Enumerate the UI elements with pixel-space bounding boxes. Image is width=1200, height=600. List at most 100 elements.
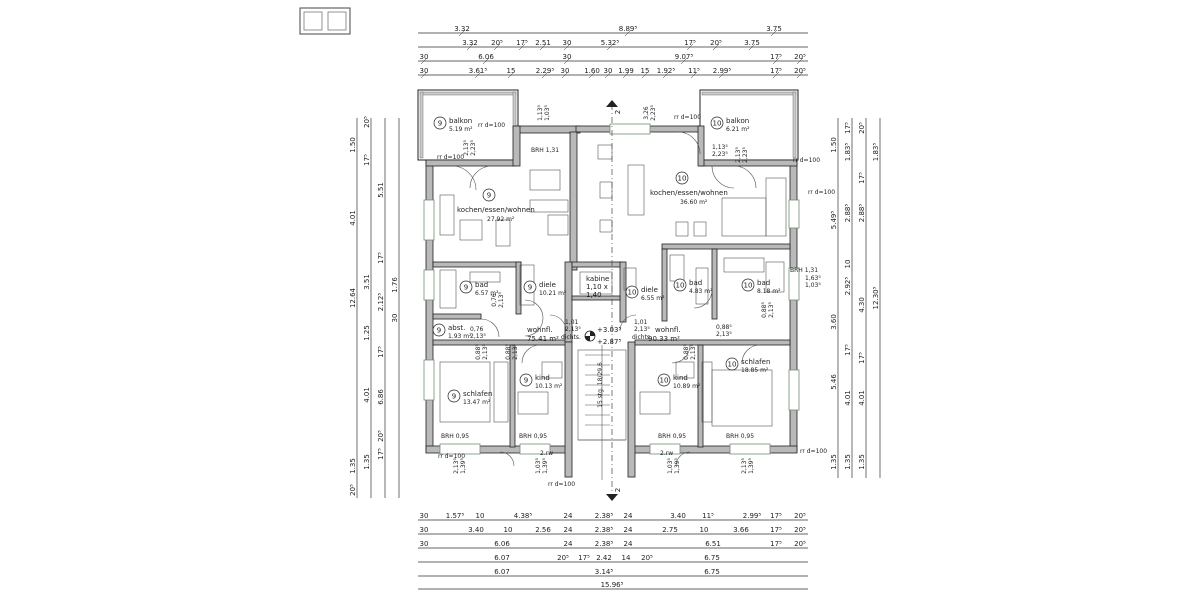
dimension-label-bottom: 24 xyxy=(564,526,573,534)
dimension-label-bottom: 20⁵ xyxy=(794,512,806,520)
dimension-label-bottom: 2.75 xyxy=(662,526,678,534)
dimension-tick xyxy=(748,43,756,51)
annotation-label: BRH 0,95 xyxy=(441,433,469,440)
dimension-label-right: 4.01 xyxy=(858,390,866,406)
dimension-label-bottom: 30 xyxy=(420,512,429,520)
dimension-label-right: 17⁵ xyxy=(844,122,852,134)
dimension-label-top: 2.99⁵ xyxy=(713,67,732,75)
dimension-tick xyxy=(482,57,490,65)
dimension-label-top: 20⁵ xyxy=(794,53,806,61)
dimension-tick xyxy=(604,71,612,79)
room-number-circle xyxy=(447,389,461,403)
dimension-label-bottom: 17⁵ xyxy=(770,526,782,534)
annotation-label-vertical: 2,13⁵ xyxy=(453,458,460,474)
dimension-label-bottom: 24 xyxy=(564,540,573,548)
dimension-label-left: 2.12⁵ xyxy=(377,293,385,312)
dimension-label-top: 8.89⁵ xyxy=(619,25,638,33)
dimension-label-bottom: 6.06 xyxy=(494,540,510,548)
annotation-label: 1,13⁵ xyxy=(712,144,728,151)
dimension-label-top: 6.06 xyxy=(478,53,494,61)
room-name: balkon xyxy=(726,117,749,125)
room-number-circle xyxy=(482,188,496,202)
annotation-label-vertical: 1,39⁵ xyxy=(460,458,467,474)
dimension-label-bottom: 2.42 xyxy=(596,554,612,562)
annotation-label: BRH 1,31 xyxy=(531,147,559,154)
annotation-label: BRH 0,95 xyxy=(519,433,547,440)
dimension-label-bottom: 3.66 xyxy=(733,526,749,534)
annotation-label-vertical: 3,26 xyxy=(643,106,650,120)
dimension-label-top: 15 xyxy=(507,67,516,75)
dimension-label-left: 17⁵ xyxy=(377,448,385,460)
dimension-label-right: 20⁵ xyxy=(858,122,866,134)
dimension-label-left: 20⁵ xyxy=(349,484,357,496)
annotation-label: rr d=100 xyxy=(437,154,464,161)
dimension-label-top: 17⁵ xyxy=(684,39,696,47)
dimension-label-top: 17⁵ xyxy=(770,67,782,75)
dimension-label-top: 20⁵ xyxy=(794,67,806,75)
annotation-label: dichts. xyxy=(632,334,652,341)
dimension-label-top: 1.60 xyxy=(584,67,600,75)
dimension-tick xyxy=(718,71,726,79)
section-mark-label: 2 xyxy=(614,488,622,492)
room-number: 9 xyxy=(438,120,442,128)
dimension-tick xyxy=(624,29,632,37)
dimension-label-right: 5.46 xyxy=(830,374,838,390)
annotation-label: 2,13⁵ xyxy=(565,326,581,333)
dimension-label-right: 17⁵ xyxy=(858,352,866,364)
room-name: balkon xyxy=(449,117,472,125)
dimension-tick xyxy=(563,43,571,51)
dimension-label-top: 15 xyxy=(641,67,650,75)
dimension-label-top: 3.32 xyxy=(462,39,478,47)
dimension-label-bottom: 6.07 xyxy=(494,568,510,576)
room-number: 9 xyxy=(464,284,468,292)
dimension-tick xyxy=(686,43,694,51)
dimension-tick xyxy=(466,43,474,51)
dimension-label-right: 12.30⁵ xyxy=(872,286,880,309)
dimension-tick xyxy=(474,71,482,79)
interior-walls xyxy=(432,131,791,478)
annotation-label: 1,63⁵ xyxy=(805,275,821,282)
dimension-label-right: 17⁵ xyxy=(844,344,852,356)
dimension-label-top: 2.29⁵ xyxy=(536,67,555,75)
dimension-label-bottom: 1.57⁵ xyxy=(446,512,465,520)
room-area: 27.92 m² xyxy=(487,216,515,223)
annotation-label: 2,13⁵ xyxy=(716,331,732,338)
annotation-label: 2,13⁵ xyxy=(634,326,650,333)
dimension-lines-right xyxy=(837,118,881,478)
dimension-label-top: 30 xyxy=(420,53,429,61)
dimension-label-right: 1.83⁵ xyxy=(844,143,852,162)
room-name: kochen/essen/wohnen xyxy=(650,189,728,197)
dimension-label-bottom: 24 xyxy=(564,512,573,520)
annotation-label-vertical: 2,13⁵ xyxy=(741,458,748,474)
room-area: 36.60 m² xyxy=(680,199,708,206)
annotation-label-vertical: 2,13⁵ xyxy=(735,147,742,163)
windows xyxy=(423,123,800,455)
annotation-label-vertical: 2,23⁵ xyxy=(742,147,749,163)
dimension-label-top: 2.51 xyxy=(535,39,551,47)
dimension-tick xyxy=(541,71,549,79)
dimension-label-bottom: 3.14⁵ xyxy=(595,568,614,576)
dimension-label-left: 5.51 xyxy=(377,182,385,198)
annotation-label: rr d=100 xyxy=(800,448,827,455)
section-mark-label: 2 xyxy=(614,110,622,114)
dimension-tick xyxy=(772,71,780,79)
annotation-label-vertical: 0,76 xyxy=(491,293,498,307)
dimension-tick xyxy=(563,57,571,65)
dimension-label-bottom: 6.75 xyxy=(704,554,720,562)
annotation-label: rr d=100 xyxy=(548,481,575,488)
annotation-label-vertical: 15 stg. 18/29,6 xyxy=(597,362,604,408)
dimension-tick xyxy=(680,57,688,65)
dimension-label-bottom: 3.40 xyxy=(468,526,484,534)
annotation-label: rr d=100 xyxy=(438,453,465,460)
section-line xyxy=(606,100,618,501)
dimension-label-left: 1.35 xyxy=(349,458,357,474)
dimension-tick xyxy=(712,43,720,51)
level-marker-icon xyxy=(584,330,596,342)
dimension-label-top: 20⁵ xyxy=(710,39,722,47)
dimension-tick xyxy=(539,43,547,51)
room-number: 10 xyxy=(676,282,685,290)
dimension-label-top: 9.07⁵ xyxy=(675,53,694,61)
